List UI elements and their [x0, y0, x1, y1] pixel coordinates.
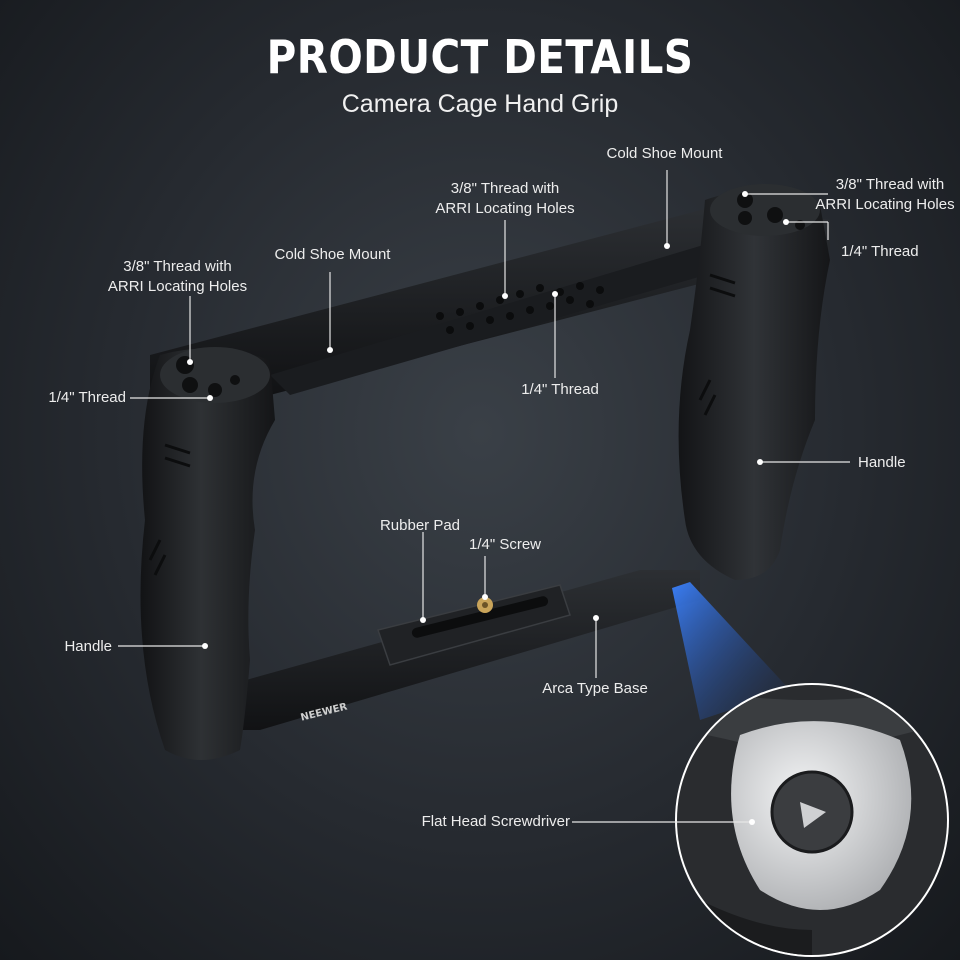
label-38-thread-center-2: ARRI Locating Holes: [435, 200, 575, 217]
label-38-thread-right-2: ARRI Locating Holes: [815, 196, 955, 213]
label-14-thread-right: 1/4" Thread: [841, 243, 919, 260]
callout-leaders: [118, 170, 850, 825]
page-subtitle: Camera Cage Hand Grip: [341, 90, 619, 118]
label-screwdriver: Flat Head Screwdriver: [421, 813, 570, 830]
label-38-thread-left-1: 3/8" Thread with: [123, 258, 232, 275]
label-38-thread-right-1: 3/8" Thread with: [835, 176, 945, 193]
right-handle: [678, 184, 830, 580]
label-38-thread-left-2: ARRI Locating Holes: [107, 278, 248, 295]
label-14-thread-center: 1/4" Thread: [521, 381, 599, 398]
label-cold-shoe-right: Cold Shoe Mount: [606, 145, 723, 162]
label-arca-base: Arca Type Base: [542, 680, 648, 697]
zoom-inset: [675, 683, 949, 957]
top-cross-plate: [150, 205, 830, 395]
bottom-arca-plate: NEEWER: [210, 570, 700, 730]
page-title: PRODUCT DETAILS: [266, 30, 694, 84]
label-38-thread-center-1: 3/8" Thread with: [450, 180, 560, 197]
label-handle-left: Handle: [64, 638, 112, 655]
label-cold-shoe-left: Cold Shoe Mount: [274, 246, 391, 263]
zoom-highlight-beam: [672, 582, 790, 720]
label-14-thread-left: 1/4" Thread: [48, 389, 126, 406]
label-screw: 1/4" Screw: [468, 536, 542, 553]
label-handle-right: Handle: [858, 454, 906, 471]
label-rubber-pad: Rubber Pad: [379, 517, 461, 534]
